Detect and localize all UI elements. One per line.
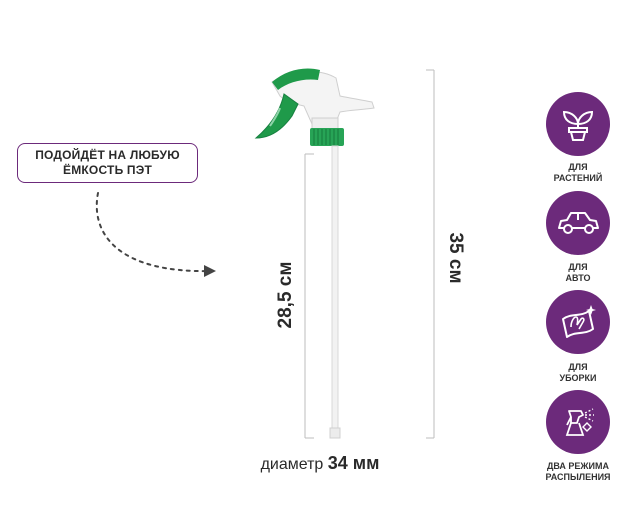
sprayer-image [254,68,375,439]
spray-trigger-icon [565,408,594,436]
feature-plants-label: ДЛЯ РАСТЕНИЙ [553,162,603,183]
feature-car-label: ДЛЯ АВТО [565,262,591,283]
diameter-prefix: диаметр [260,456,324,473]
callout-box: ПОДОЙДЁТ НА ЛЮБУЮ ЁМКОСТЬ ПЭТ [17,143,198,183]
dimension-bracket-total [426,69,435,439]
callout-line-2: ЁМКОСТЬ ПЭТ [62,163,153,177]
feature-cleaning-label: ДЛЯ УБОРКИ [559,362,597,383]
cleaning-cloth-icon [562,305,596,338]
diameter-value: 34 мм [327,453,380,473]
plant-pot-icon [562,110,594,141]
feature-cleaning [546,290,610,354]
feature-spray-modes-label: ДВА РЕЖИМА РАСПЫЛЕНИЯ [545,461,611,482]
diameter-label: диаметр 34 мм [200,453,440,474]
dashed-arrow-icon [95,192,216,277]
feature-plants [546,92,610,156]
tube-length-label: 28,5 см [275,261,296,329]
feature-spray-modes [546,390,610,454]
total-height-label: 35 см [445,232,466,284]
callout-line-1: ПОДОЙДЁТ НА ЛЮБУЮ [35,148,180,162]
feature-car [546,191,610,255]
car-icon [558,212,599,234]
dimension-bracket-tube [304,153,314,439]
